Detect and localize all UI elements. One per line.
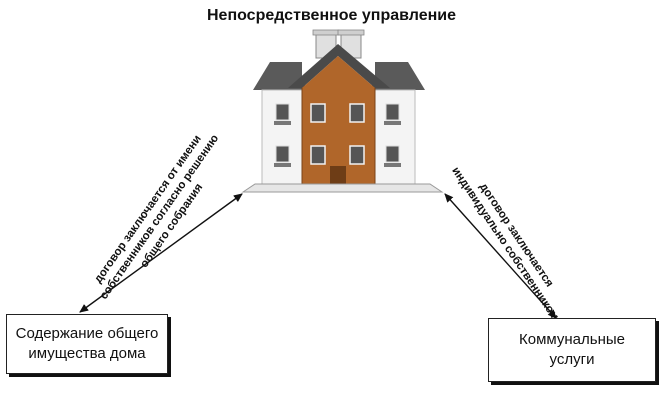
box-common-property: Содержание общего имущества дома xyxy=(6,314,168,374)
ground xyxy=(241,183,444,193)
roof-center xyxy=(288,44,390,88)
arrow-right xyxy=(444,193,557,319)
windows-center xyxy=(310,103,365,165)
windows-sides xyxy=(274,103,401,167)
diagram-title: Непосредственное управление xyxy=(206,7,456,24)
roof-left xyxy=(253,62,302,90)
facade-right xyxy=(372,89,416,186)
house-illustration xyxy=(241,29,444,193)
box-utilities: Коммунальные услуги xyxy=(488,318,656,382)
door xyxy=(330,166,346,185)
arrow-left xyxy=(79,193,243,313)
roof-right xyxy=(375,62,425,90)
